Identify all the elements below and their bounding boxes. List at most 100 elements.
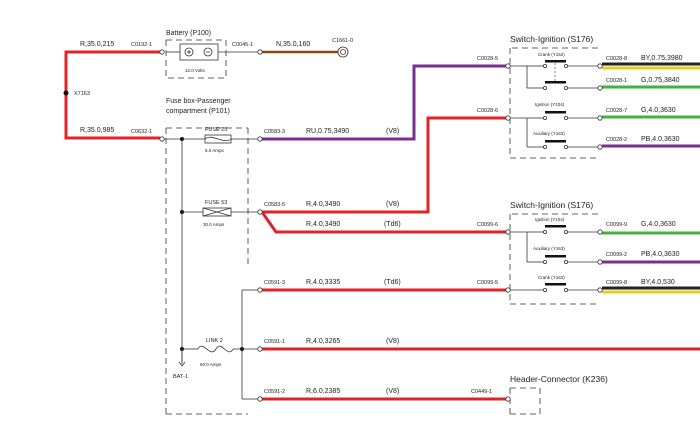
variant-v8-4: (V8) xyxy=(386,388,399,395)
wire-by4-530[interactable] xyxy=(602,286,700,294)
fuse-25-rating: 5.0 Amps xyxy=(205,148,225,153)
wire-label-r6-2385: R,6.0,2385 xyxy=(306,388,340,395)
wire-label-r4-3265: R,4.0,3265 xyxy=(306,338,340,345)
wire-r4-3490-v8[interactable] xyxy=(262,116,506,214)
wire-ru-075[interactable] xyxy=(262,64,506,141)
connector-c0583-5[interactable] xyxy=(257,209,263,215)
connector-c0449-1-label: C0449-1 xyxy=(471,389,492,395)
splice-x7163-dot xyxy=(63,90,69,96)
wire-label-r35-985: R,35.0,985 xyxy=(80,127,114,134)
connector-c0099-2[interactable] xyxy=(597,259,603,265)
battery-title: Battery (P100) xyxy=(166,30,211,37)
switch-1-crank-contact-2[interactable] xyxy=(545,81,566,84)
connector-c0583-5-label: C0583-5 xyxy=(264,202,285,208)
wire-label-by4-530: BY,4.0,530 xyxy=(641,279,675,286)
connector-c0632-1[interactable] xyxy=(159,136,165,142)
switch-2-auxiliary-label: Auxiliary (Y163) xyxy=(533,246,565,251)
connector-c0099-6-label: C0099-6 xyxy=(477,222,498,228)
connector-c0028-6-label: C0028-6 xyxy=(477,108,498,114)
connector-c0583-3-label: C0583-3 xyxy=(264,129,285,135)
fusebox-title-2: compartment (P101) xyxy=(166,108,230,115)
connector-c0028-8-label: C0028-8 xyxy=(606,56,627,62)
connector-c0591-1-label: C0591-1 xyxy=(264,339,285,345)
connector-c0099-6[interactable] xyxy=(505,229,511,235)
switch-2-crank-label: Crank (Y162) xyxy=(538,275,565,280)
connector-c0028-8[interactable] xyxy=(597,63,603,69)
battery-rating: 12.0 Volts xyxy=(185,68,206,73)
switch-2-crank-contact[interactable] xyxy=(545,283,566,286)
switch-2-ignition-contact[interactable] xyxy=(545,225,566,228)
variant-v8-1: (V8) xyxy=(386,128,399,135)
wire-label-r4-3490-b: R,4.0,3490 xyxy=(306,221,340,228)
wire-r4-3490-td6[interactable] xyxy=(260,211,506,234)
switch-1-ignition-contact[interactable] xyxy=(545,111,566,114)
wire-label-by-075: BY,0.75,3980 xyxy=(641,55,683,62)
connector-c0099-2-label: C0099-2 xyxy=(606,252,627,258)
fusebox-outline xyxy=(165,127,249,415)
switch-2-ignition-label: Ignition (Y104) xyxy=(535,217,565,222)
ground-icon xyxy=(337,46,349,58)
connector-c0591-1[interactable] xyxy=(257,346,263,352)
wire-label-n35-160: N,35.0,160 xyxy=(276,41,310,48)
switch-1-outline xyxy=(509,47,598,159)
link-2-rating: 60.0 Amps xyxy=(200,362,222,367)
link-2-icon[interactable] xyxy=(197,345,234,353)
link-2-name: LINK 2 xyxy=(206,338,223,344)
bat-1-arrow-icon xyxy=(178,361,186,367)
connector-c0192-1-label: C0192-1 xyxy=(131,42,152,48)
switch-1-crank-contact[interactable] xyxy=(545,60,566,63)
variant-td6-2: (Td6) xyxy=(384,279,401,286)
wire-by-075[interactable] xyxy=(602,62,700,70)
connector-c0028-7[interactable] xyxy=(597,115,603,121)
wire-label-pb4-3630-b: PB,4.0,3630 xyxy=(641,251,680,258)
connector-c0099-9[interactable] xyxy=(597,229,603,235)
connector-c0449-1[interactable] xyxy=(505,396,511,402)
connector-c0591-2[interactable] xyxy=(257,396,263,402)
header-outline xyxy=(509,387,541,415)
connector-c0583-3[interactable] xyxy=(257,136,263,142)
switch-2-title: Switch-Ignition (S176) xyxy=(510,200,593,210)
connector-c0045-1[interactable] xyxy=(257,49,263,55)
connector-c0028-2[interactable] xyxy=(597,144,603,150)
connector-c0028-1-label: C0028-1 xyxy=(606,78,627,84)
header-title: Header-Connector (K236) xyxy=(510,374,608,384)
wire-label-r4-3490-a: R,4.0,3490 xyxy=(306,201,340,208)
variant-td6-1: (Td6) xyxy=(384,221,401,228)
connector-c0099-8-label: C0099-8 xyxy=(606,280,627,286)
wire-label-g-075: G,0.75,3840 xyxy=(641,77,680,84)
variant-v8-2: (V8) xyxy=(386,201,399,208)
connector-c0028-5-label: C0028-5 xyxy=(477,56,498,62)
connector-c0045-1-label: C0045-1 xyxy=(232,42,253,48)
connector-c0632-1-label: C0632-1 xyxy=(131,129,152,135)
wire-label-r4-3335: R,4.0,3335 xyxy=(306,279,340,286)
connector-c0192-1[interactable] xyxy=(159,49,165,55)
splice-x7163-label: X7163 xyxy=(74,91,90,97)
fuse-53-rating: 30.0 Amps xyxy=(203,222,225,227)
switch-1-auxiliary-contact[interactable] xyxy=(545,140,566,143)
battery-plus-terminal-icon xyxy=(184,47,194,57)
wire-label-ru: RU,0.75,3490 xyxy=(306,128,349,135)
battery-minus-terminal-icon xyxy=(203,47,213,57)
battery-box xyxy=(165,39,227,79)
connector-c0028-2-label: C0028-2 xyxy=(606,137,627,143)
connector-c0591-3[interactable] xyxy=(257,287,263,293)
connector-c0028-7-label: C0028-7 xyxy=(606,108,627,114)
connector-c0099-5[interactable] xyxy=(505,287,511,293)
wire-label-r35-215: R,35.0,215 xyxy=(80,41,114,48)
fuse-53-name: FUSE 53 xyxy=(205,200,227,206)
connector-c0028-5[interactable] xyxy=(505,63,511,69)
bat-1-label: BAT-1 xyxy=(173,374,188,380)
wire-label-g4-3630-b: G,4.0,3630 xyxy=(641,221,676,228)
variant-v8-3: (V8) xyxy=(386,338,399,345)
connector-c0028-1[interactable] xyxy=(597,85,603,91)
connector-c0028-6[interactable] xyxy=(505,115,511,121)
switch-1-title: Switch-Ignition (S176) xyxy=(510,34,593,44)
switch-2-auxiliary-contact[interactable] xyxy=(545,255,566,258)
wire-label-pb4-3630-a: PB,4.0,3630 xyxy=(641,136,680,143)
connector-c0099-8[interactable] xyxy=(597,287,603,293)
fusebox-title-1: Fuse box-Passenger xyxy=(166,98,231,105)
wire-label-g4-3630-a: G,4.0,3630 xyxy=(641,107,676,114)
connector-c0099-9-label: C0099-9 xyxy=(606,222,627,228)
switch-1-ignition-label: Ignition (Y104) xyxy=(535,102,565,107)
